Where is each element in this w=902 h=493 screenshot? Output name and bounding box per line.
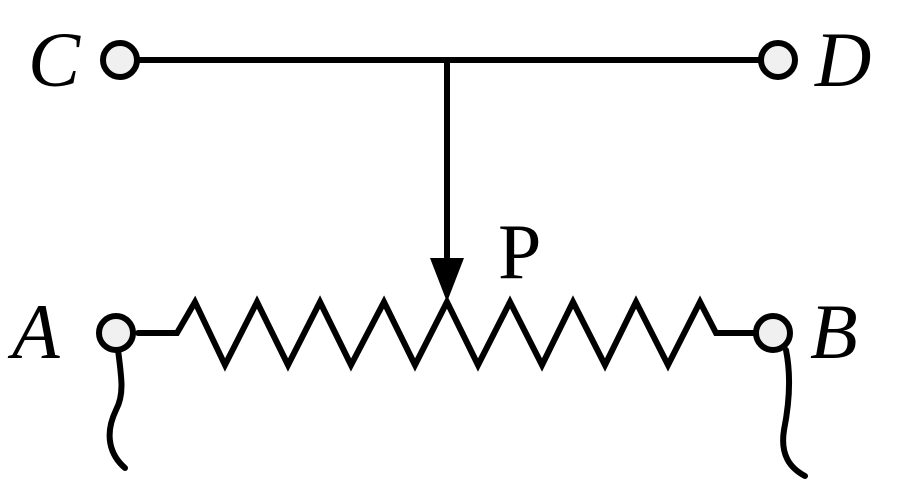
terminal-a — [96, 313, 136, 353]
lead-b — [780, 347, 808, 479]
label-a: A — [7, 288, 60, 375]
terminal-d — [758, 40, 798, 80]
terminal-c — [100, 40, 140, 80]
label-p: P — [498, 208, 541, 295]
resistor-zigzag — [135, 295, 759, 372]
label-d: D — [814, 16, 871, 103]
lead-a — [106, 347, 128, 471]
terminal-b — [753, 313, 793, 353]
label-c: C — [28, 16, 81, 103]
label-b: B — [810, 288, 858, 375]
slider-arrowhead — [430, 258, 464, 302]
